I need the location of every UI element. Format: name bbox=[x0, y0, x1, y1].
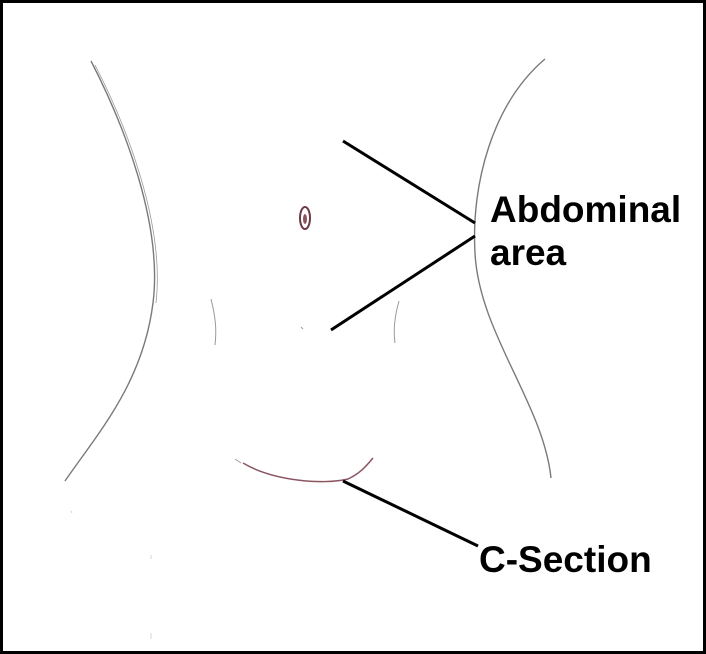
center-mark bbox=[301, 327, 303, 329]
navel-center bbox=[303, 214, 307, 224]
abdominal-leader-lower bbox=[331, 236, 475, 330]
abdominal-label-line2: area bbox=[490, 232, 681, 275]
abdominal-leader-upper bbox=[343, 141, 475, 223]
left-torso-contour bbox=[65, 61, 155, 481]
abdominal-area-label: Abdominal area bbox=[490, 189, 681, 274]
c-section-label: C-Section bbox=[479, 539, 652, 582]
right-hip-mark bbox=[394, 301, 399, 343]
c-section-leader bbox=[343, 481, 478, 546]
left-hip-mark bbox=[211, 299, 216, 345]
faint-lower-marks bbox=[71, 511, 151, 639]
left-torso-contour-shadow bbox=[95, 65, 157, 303]
incision-left-tick bbox=[235, 459, 241, 463]
c-section-incision bbox=[243, 458, 373, 482]
abdominal-label-line1: Abdominal bbox=[490, 189, 681, 232]
